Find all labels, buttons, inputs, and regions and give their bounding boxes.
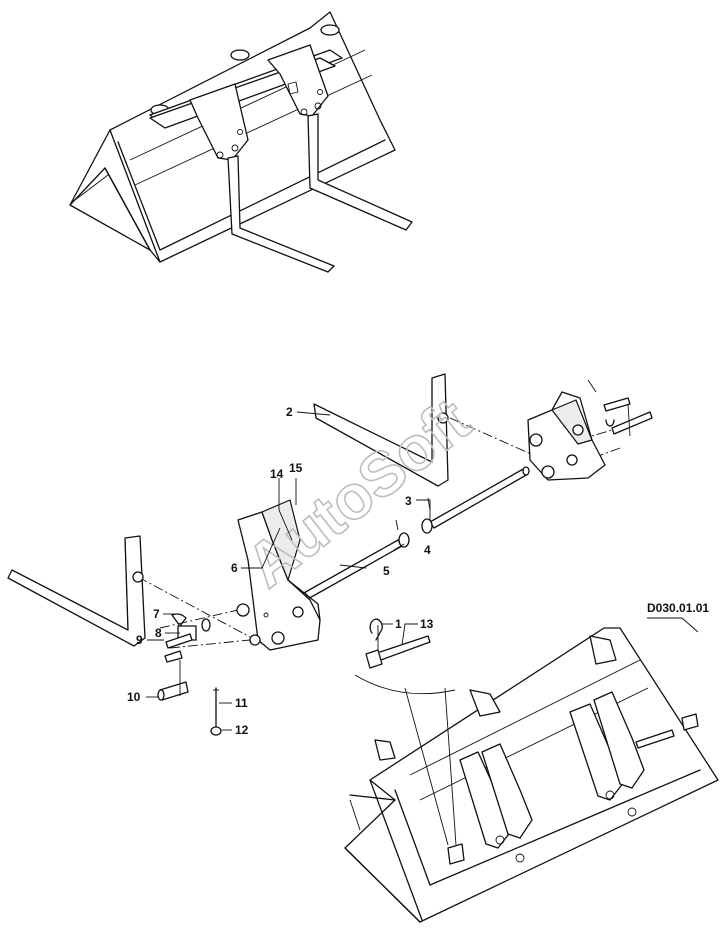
callout-13: 13 bbox=[420, 617, 434, 631]
pin-detail-inset bbox=[354, 618, 457, 846]
assembled-bucket-with-forks bbox=[69, 11, 413, 273]
small-parts-left bbox=[157, 613, 222, 736]
callout-1: 1 bbox=[395, 617, 402, 631]
callout-leaders bbox=[146, 411, 699, 731]
holder-bracket-right bbox=[527, 391, 606, 481]
callout-7: 7 bbox=[153, 607, 160, 621]
callout-14: 14 bbox=[270, 467, 284, 481]
holder-bracket-left bbox=[236, 499, 321, 651]
callout-2: 2 bbox=[286, 405, 293, 419]
fork-right bbox=[313, 373, 449, 487]
callout-6: 6 bbox=[231, 561, 238, 575]
reference-code: D030.01.01 bbox=[647, 601, 709, 615]
callout-11: 11 bbox=[235, 696, 248, 710]
callout-9: 9 bbox=[136, 633, 143, 647]
callout-10: 10 bbox=[127, 690, 141, 704]
bucket-with-brackets bbox=[344, 627, 719, 923]
callout-3: 3 bbox=[405, 494, 412, 508]
callout-8: 8 bbox=[155, 626, 162, 640]
callout-4: 4 bbox=[424, 543, 431, 557]
callout-labels: 1 2 3 4 5 6 7 8 9 10 11 12 13 14 15 D030… bbox=[127, 405, 709, 737]
callout-12: 12 bbox=[235, 723, 249, 737]
fork-left bbox=[7, 535, 146, 647]
washer-4 bbox=[398, 532, 410, 548]
callout-15: 15 bbox=[289, 461, 303, 475]
callout-5: 5 bbox=[383, 564, 390, 578]
washer-3 bbox=[421, 518, 433, 534]
shaft-upper bbox=[429, 466, 530, 529]
